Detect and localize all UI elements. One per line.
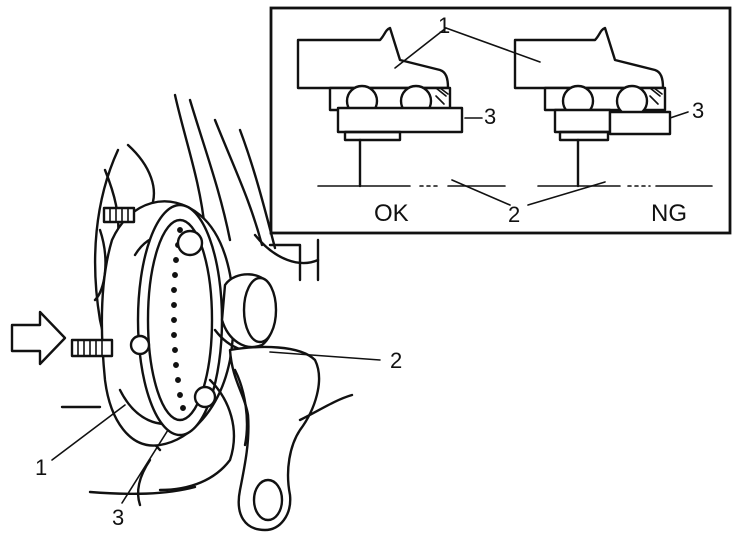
leader-seal xyxy=(121,429,169,504)
callout-hub: 1 xyxy=(35,455,47,480)
detail-callout-seal-ng: 3 xyxy=(692,98,704,123)
detail-callout-seal-ok: 3 xyxy=(484,104,496,129)
callout-sensor: 2 xyxy=(390,348,402,373)
detail-callout-sensor: 2 xyxy=(508,202,520,227)
detail-inset xyxy=(269,6,732,235)
ok-label: OK xyxy=(374,200,409,227)
callout-seal: 3 xyxy=(112,505,124,530)
push-direction-arrow xyxy=(10,310,67,366)
leader-hub xyxy=(51,404,126,461)
detail-callout-hub: 1 xyxy=(438,13,450,38)
ng-label: NG xyxy=(651,200,687,227)
detail-ng xyxy=(513,26,713,188)
wheel-stud-upper xyxy=(102,206,136,224)
wheel-stud-lower xyxy=(70,338,114,358)
detail-ok xyxy=(296,26,506,188)
leader-sensor xyxy=(269,351,381,361)
wheel-hub-assembly xyxy=(10,93,381,532)
